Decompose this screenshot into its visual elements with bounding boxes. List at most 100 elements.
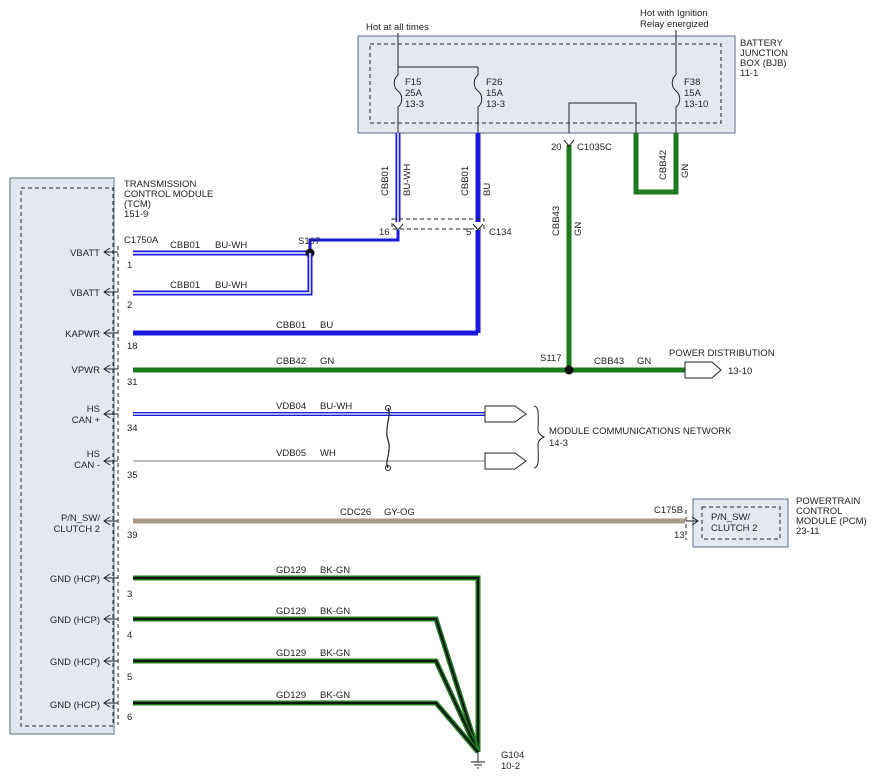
wire-pin-31-circuit: CBB42 (276, 356, 306, 367)
tcm-pin-label-gnd-5: GND (HCP) (50, 657, 100, 668)
fuse-f15-name: F15 (405, 77, 421, 88)
wire-cbb42-gn-loop (633, 133, 679, 195)
fuse-f38-name: F38 (684, 77, 700, 88)
splice-s117-dot (564, 365, 574, 375)
fuse-f15-ref: 13-3 (405, 99, 424, 110)
wire-label-cbb42: CBB42 (658, 150, 669, 180)
fuse-f15-icon (393, 74, 403, 133)
power-dist-ref: 13-10 (728, 366, 752, 377)
fuse-f15-amp: 25A (405, 88, 423, 99)
tcm-pin-arrows (103, 247, 118, 708)
powertrain-control-module: P/N_SW/ CLUTCH 2 C175B 13 POWERTRAIN CON… (654, 496, 867, 548)
fuse-f38-icon (671, 74, 681, 133)
pcm-inner-outline (701, 506, 781, 540)
pcm-inner-line-2: CLUTCH 2 (711, 523, 757, 534)
ground-ref: 10-2 (501, 761, 520, 772)
c134-label: C134 (489, 227, 512, 238)
network-brace-icon (533, 405, 546, 469)
tcm-pin-label-vbatt-2: VBATT (70, 288, 100, 299)
wire-pin-6-color: BK-GN (320, 690, 350, 701)
tcm-box (9, 177, 115, 735)
tcm-pin-label-kapwr: KAPWR (65, 329, 100, 340)
network-arrow-can-plus-icon (484, 405, 527, 423)
wire-pin-2-circuit: CBB01 (170, 280, 200, 291)
pcm-inner-line-1: P/N_SW/ (711, 512, 750, 523)
bjb-title-line-2: JUNCTION (740, 48, 788, 59)
wire-pin-34-circuit: VDB04 (276, 401, 306, 412)
wire-pin-1-circuit: CBB01 (170, 240, 200, 251)
transmission-control-module: TRANSMISSION CONTROL MODULE (TCM) 151-9 … (9, 177, 213, 735)
tcm-inner-outline (20, 187, 114, 727)
wire-pin-39-color: GY-OG (384, 507, 415, 518)
wire-label-cbb43: CBB43 (551, 206, 562, 236)
tcm-pin-number-35: 35 (127, 470, 138, 481)
tcm-pin-label-pn-sw-1: P/N_SW/ (61, 513, 100, 524)
tcm-title-line-2: CONTROL MODULE (124, 189, 213, 200)
wire-pin-6-circuit: GD129 (276, 690, 306, 701)
tcm-pin-number-6: 6 (127, 712, 132, 723)
wire-label-bu-b: BU (482, 183, 493, 196)
tcm-pin-label-hs-can-plus-2: CAN + (72, 415, 101, 426)
tcm-pin-number-5: 5 (127, 672, 132, 683)
module-communications-network: MODULE COMMUNICATIONS NETWORK 14-3 (484, 405, 732, 470)
wire-pin-4-circuit: GD129 (276, 606, 306, 617)
pcm-pin-arrow-icon (686, 516, 699, 526)
network-arrow-can-minus-icon (484, 452, 527, 470)
twisted-pair-icon (386, 407, 390, 469)
tcm-pin-number-1: 1 (127, 260, 132, 271)
pcm-title-line-1: POWERTRAIN (796, 496, 860, 507)
ground-g104: G104 10-2 (471, 750, 524, 772)
wire-label-gn-cbb43: GN (573, 222, 584, 236)
fuse-f38-ref: 13-10 (684, 99, 708, 110)
vertical-wires: CBB01 BU-WH CBB01 BU CBB43 GN CBB42 GN 2… (308, 133, 691, 370)
splice-s107-label: S107 (298, 236, 320, 247)
wire-label-buwh-a: BU-WH (402, 164, 413, 196)
tcm-pin-number-31: 31 (127, 377, 138, 388)
tcm-pin-label-gnd-4: GND (HCP) (50, 615, 100, 626)
wire-pin-5-color: BK-GN (320, 648, 350, 659)
bjb-internal-jumper (568, 102, 637, 133)
wire-pin-1-color: BU-WH (215, 240, 247, 251)
c1035c-pin-icon (563, 139, 575, 147)
power-distribution: POWER DISTRIBUTION 13-10 (669, 348, 775, 379)
power-dist-title: POWER DISTRIBUTION (669, 348, 775, 359)
wire-pin-3-color: BK-GN (320, 565, 350, 576)
wire-pin-31-color: GN (320, 356, 334, 367)
tcm-pin-label-gnd-3: GND (HCP) (50, 574, 100, 585)
c1035c-pin-number: 20 (551, 142, 562, 153)
wire-pin-18-circuit: CBB01 (276, 320, 306, 331)
bjb-title-line-3: BOX (BJB) (740, 58, 786, 69)
wire-pin-35-circuit: VDB05 (276, 448, 306, 459)
wire-pin-4-color: BK-GN (320, 606, 350, 617)
battery-junction-box: BATTERY JUNCTION BOX (BJB) 11-1 Hot at a… (357, 8, 788, 134)
pcm-title-line-2: CONTROL (796, 506, 842, 517)
hot-ignition-label-line-2: Relay energized (640, 19, 709, 30)
fuse-f38-amp: 15A (684, 88, 702, 99)
tcm-title-line-4: 151-9 (124, 209, 148, 220)
c134-pin-16: 16 (379, 227, 390, 238)
wire-pin-34-color: BU-WH (320, 401, 352, 412)
pcm-title-line-3: MODULE (PCM) (796, 516, 867, 527)
ground-wires (133, 575, 481, 754)
pcm-connector-label: C175B (654, 505, 683, 516)
bjb-title-line-1: BATTERY (740, 38, 784, 49)
bjb-inner-outline (369, 43, 722, 124)
power-dist-arrow-icon (684, 361, 722, 379)
tcm-pin-label-pn-sw-2: CLUTCH 2 (54, 524, 100, 535)
wire-cbb01-buwh-to-s107 (308, 230, 400, 253)
fuse-f26-amp: 15A (486, 88, 504, 99)
wire-pin-3-circuit: GD129 (276, 565, 306, 576)
tcm-title-line-1: TRANSMISSION (124, 179, 196, 190)
tcm-pin-number-34: 34 (127, 423, 138, 434)
tcm-pin-number-2: 2 (127, 300, 132, 311)
c1035c-label: C1035C (577, 142, 612, 153)
pcm-title-line-4: 23-11 (796, 526, 820, 537)
tcm-title-line-3: (TCM) (124, 199, 151, 210)
tcm-pin-label-hs-can-plus-1: HS (87, 404, 100, 415)
power-dist-circuit: CBB43 (594, 356, 624, 367)
tcm-pin-label-vbatt-1: VBATT (70, 248, 100, 259)
tcm-pin-label-vpwr: VPWR (72, 365, 101, 376)
bjb-title-line-4: 11-1 (740, 68, 758, 79)
tcm-pin-number-39: 39 (127, 530, 138, 541)
